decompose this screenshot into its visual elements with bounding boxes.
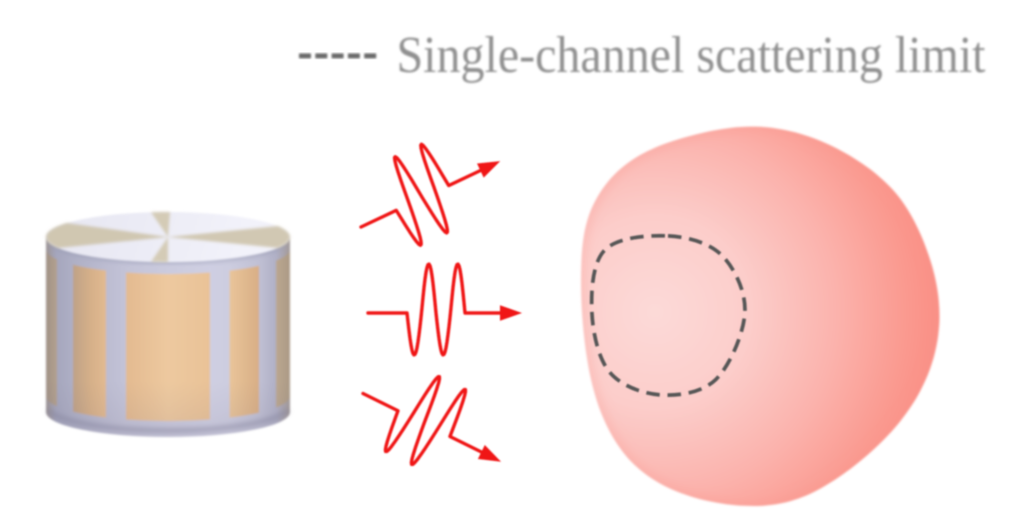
svg-text:Single-channel scattering limi: Single-channel scattering limit	[397, 27, 986, 84]
